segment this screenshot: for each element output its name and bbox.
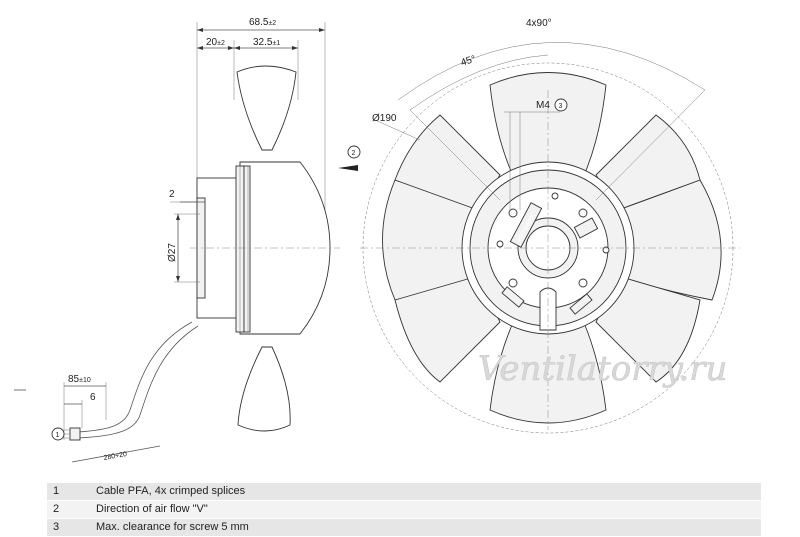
lower-blade (237, 346, 291, 432)
upper-blade (236, 65, 297, 151)
dim-angle-offset: 45° (460, 54, 478, 69)
legend-text: Cable PFA, 4x crimped splices (96, 485, 246, 497)
motor-rotor (239, 161, 331, 335)
dim-hub-diameter: Ø27 (167, 243, 178, 262)
callout-1: 1 (56, 432, 60, 439)
dim-screw: M4 (536, 100, 550, 111)
legend-number: 1 (53, 485, 60, 497)
legend-row: 3 Max. clearance for screw 5 mm (47, 519, 761, 536)
dim-outer-diameter: Ø190 (372, 113, 397, 124)
watermark: Ventilatorry.ru (478, 349, 727, 389)
dim-bolt-angle: 4x90° (526, 18, 552, 29)
front-view: ebmpapst 4x90° 45° Ø190 M4 3 (360, 18, 740, 434)
technical-drawing: 68.5±2 20±2 32.5±1 2 Ø27 (14, 17, 740, 463)
legend-text: Direction of air flow "V" (96, 503, 208, 515)
side-view: 68.5±2 20±2 32.5±1 2 Ø27 (51, 17, 361, 463)
dim-total-width: 68.5±2 (249, 17, 276, 28)
legend-number: 3 (53, 521, 60, 533)
dim-blade-width: 32.5±1 (253, 37, 280, 48)
cable (77, 321, 193, 433)
callout-2: 2 (352, 150, 356, 157)
legend-number: 2 (53, 503, 60, 515)
callout-3: 3 (559, 103, 563, 110)
legend-table: 1 Cable PFA, 4x crimped splices 2 Direct… (47, 483, 761, 537)
legend-row: 2 Direction of air flow "V" (47, 501, 761, 518)
legend-text: Max. clearance for screw 5 mm (96, 521, 249, 533)
dim-cable-length: 280+20 (103, 451, 128, 462)
dim-hub-offset: 20±2 (206, 37, 225, 48)
dim-step: 2 (169, 189, 175, 200)
dim-cable-strip: 85±10 (68, 374, 91, 385)
dim-wire-strip: 6 (90, 392, 96, 403)
legend-row: 1 Cable PFA, 4x crimped splices (47, 483, 761, 500)
